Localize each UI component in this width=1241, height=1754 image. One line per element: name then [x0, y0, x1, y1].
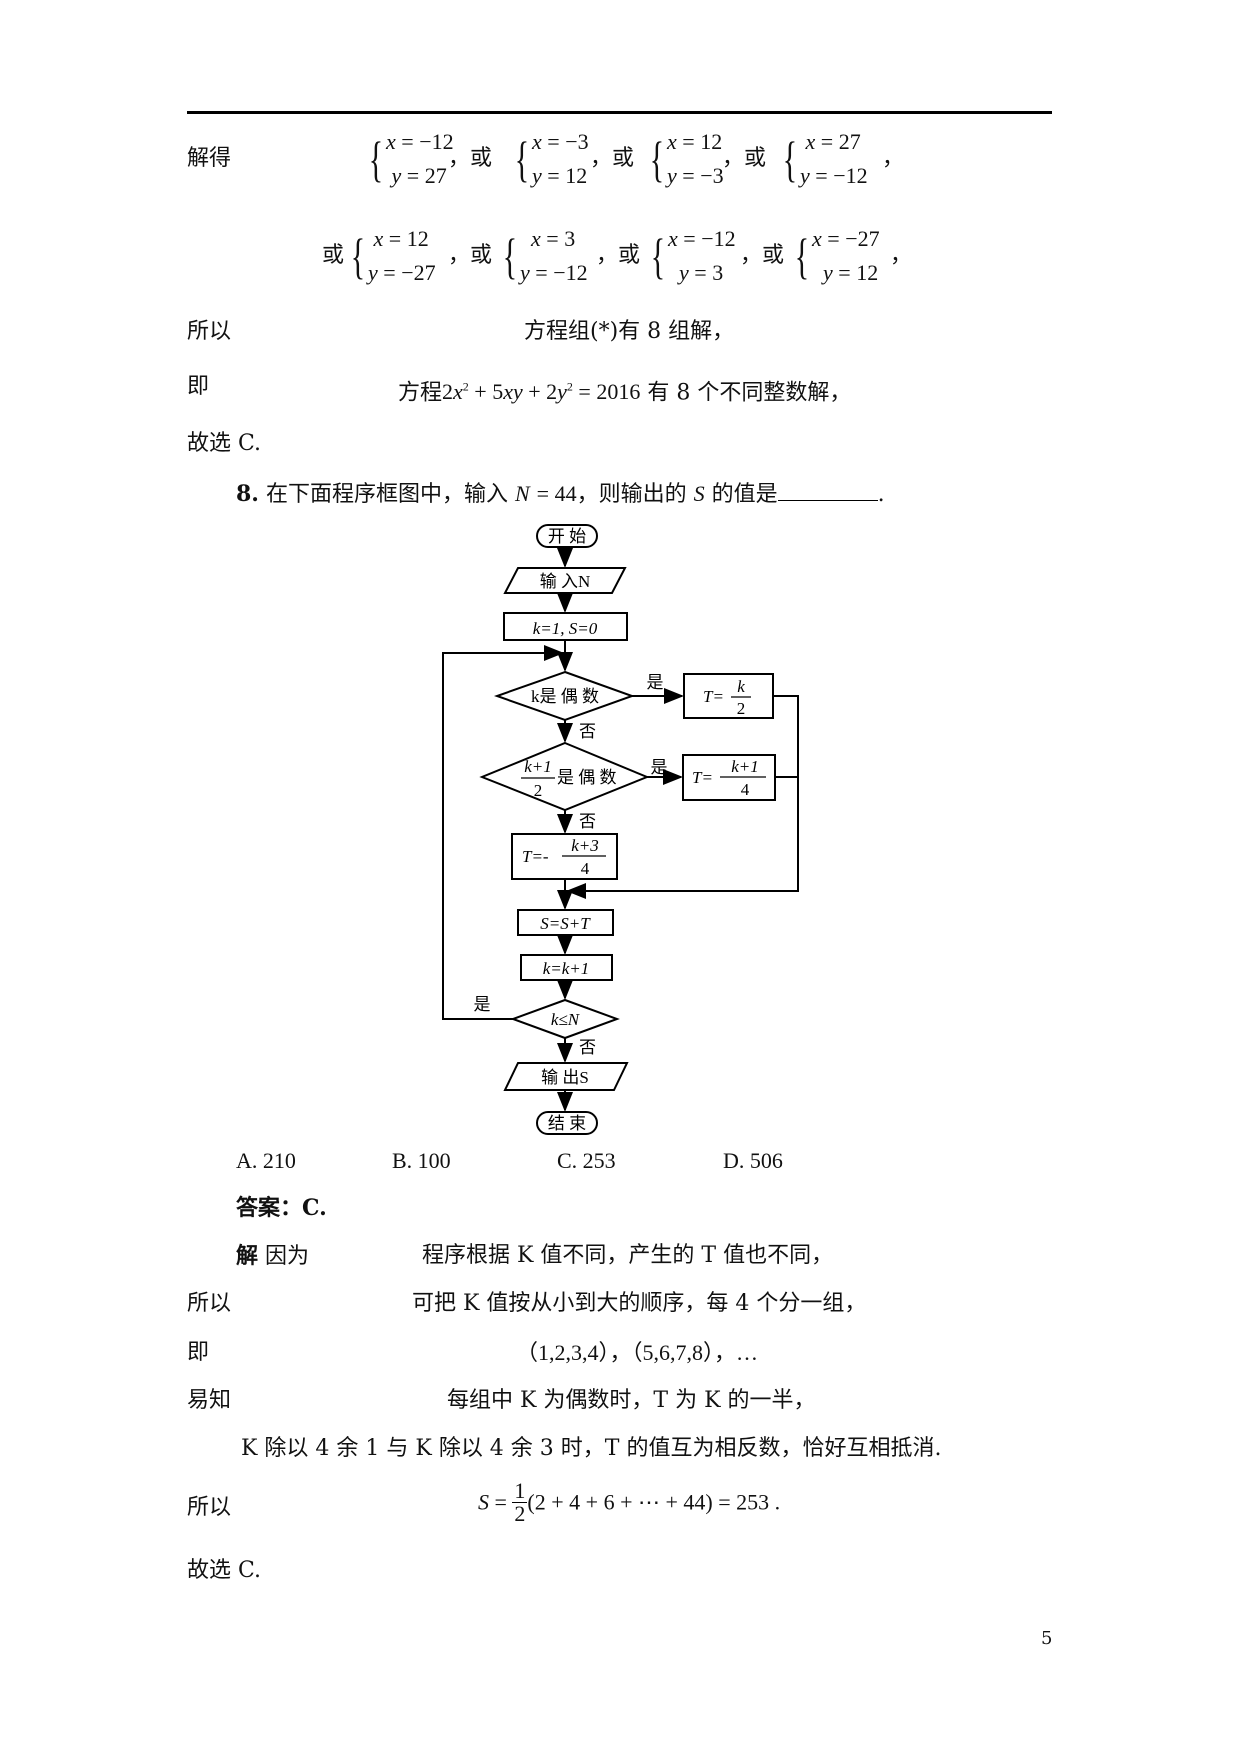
svg-text:T=: T= [692, 768, 713, 787]
label-suoyi: 所以 [187, 319, 232, 344]
flow-cond3: k≤N [551, 1010, 581, 1029]
solution-line-5: K 除以 4 余 1 与 K 除以 4 余 3 时，T 的值互为相反数，恰好互相… [241, 1436, 942, 1461]
svg-text:2: 2 [534, 781, 543, 800]
option-d: D. 506 [723, 1148, 783, 1173]
solution-line-2: 可把 K 值按从小到大的顺序，每 4 个分一组， [412, 1291, 867, 1316]
flow-cond1-no: 否 [579, 722, 596, 741]
svg-text:k+3: k+3 [571, 836, 599, 855]
label-suoyi-2: 所以 [187, 1291, 232, 1316]
flow-cond2-yes: 是 [651, 758, 668, 777]
solution-system-7: { x = −12 y = 3 [650, 226, 736, 285]
flow-cond1: k是 偶 数 [531, 687, 599, 706]
flow-cond3-yes: 是 [474, 995, 491, 1014]
flow-output: 输 出S [541, 1068, 589, 1087]
flow-start: 开 始 [548, 527, 586, 546]
option-a: A. 210 [236, 1148, 296, 1173]
question-8-stem: 8. 在下面程序框图中，输入 N = 44，则输出的 S 的值是. [236, 480, 885, 507]
svg-text:4: 4 [741, 780, 750, 799]
flow-accumulate: S=S+T [540, 914, 591, 933]
svg-text:T=: T= [703, 687, 724, 706]
label-yizhi: 易知 [187, 1388, 232, 1413]
solution-count-text: 方程组(*)有 8 组解， [524, 319, 735, 344]
flow-input: 输 入N [540, 572, 591, 591]
solution-line-3: （1,2,3,4），（5,6,7,8），… [516, 1340, 759, 1365]
option-b: B. 100 [392, 1148, 451, 1173]
label-ji-2: 即 [187, 1340, 210, 1365]
solution-system-8: { x = −27 y = 12 [794, 226, 880, 285]
page-number: 5 [1041, 1628, 1053, 1649]
solution-intro: 解 因为 [236, 1243, 310, 1269]
label-jiede: 解得 [187, 146, 232, 171]
svg-text:k+1: k+1 [524, 757, 552, 776]
svg-text:k: k [737, 677, 745, 696]
solution-system-1: { x = −12 y = 27 [368, 129, 454, 188]
flow-cond3-no: 否 [579, 1038, 596, 1057]
flow-cond1-yes: 是 [647, 673, 664, 692]
flow-init: k=1, S=0 [533, 619, 598, 638]
flow-cond2-suffix: 是 偶 数 [557, 768, 617, 787]
solution-line-4: 每组中 K 为偶数时，T 为 K 的一半， [447, 1388, 816, 1413]
flow-end: 结 束 [548, 1114, 586, 1133]
label-suoyi-3: 所以 [187, 1495, 232, 1520]
option-c: C. 253 [557, 1148, 616, 1173]
svg-text:k+1: k+1 [731, 757, 759, 776]
svg-text:2: 2 [737, 699, 746, 718]
equation-line: 方程2x2 + 5xy + 2y2 = 2016 有 8 个不同整数解， [398, 379, 852, 406]
svg-text:4: 4 [581, 859, 590, 878]
solution-line-1: 程序根据 K 值不同，产生的 T 值也不同， [422, 1243, 834, 1268]
label-ji: 即 [187, 374, 210, 399]
svg-text:T=-: T=- [522, 847, 549, 866]
conclusion-8: 故选 C. [187, 1558, 262, 1583]
conclusion-7: 故选 C. [187, 431, 262, 456]
flow-cond2-no: 否 [579, 812, 596, 831]
answer-line: 答案：C. [236, 1195, 327, 1221]
header-rule [187, 111, 1052, 114]
flow-increment: k=k+1 [543, 959, 590, 978]
answer-blank [777, 480, 878, 501]
